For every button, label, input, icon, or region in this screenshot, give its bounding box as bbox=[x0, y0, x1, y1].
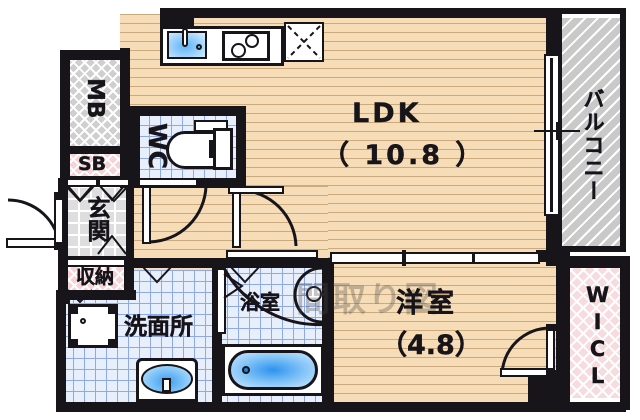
washing-machine-pan-corner-tr bbox=[108, 306, 116, 314]
washroom-door-marker-a bbox=[141, 265, 173, 284]
hall-door-a-head bbox=[138, 178, 198, 187]
wall-bedroom-right bbox=[556, 258, 570, 410]
wall-washroom-bath bbox=[212, 264, 222, 408]
label-wic: W I C L bbox=[586, 282, 610, 390]
entrance-floor bbox=[66, 186, 128, 262]
storage-swing-markers bbox=[67, 289, 93, 304]
bedroom-door-hinge-bottom bbox=[546, 370, 556, 377]
wall-wc-right bbox=[236, 106, 246, 188]
bathroom-door-handle bbox=[306, 286, 322, 302]
wall-mb-right bbox=[122, 50, 130, 184]
wall-balcony-door-jamb bbox=[546, 212, 558, 222]
hall-door-a-leaf[interactable] bbox=[142, 186, 151, 244]
wall-bedroom-top-right bbox=[536, 250, 570, 262]
hall-door-a-swing bbox=[149, 185, 208, 244]
washing-machine-pan-corner-tl bbox=[70, 306, 78, 314]
vanity-drain-icon bbox=[162, 378, 171, 392]
wall-wic-top bbox=[556, 256, 630, 268]
bedroom-door-hinge-top bbox=[546, 324, 556, 331]
wic-fill bbox=[570, 266, 622, 398]
wall-storage-bottom bbox=[58, 290, 136, 300]
wall-balcony-top bbox=[558, 8, 626, 14]
balcony-fill bbox=[562, 18, 624, 248]
hall-door-b-head bbox=[228, 186, 284, 194]
wall-entrance-right bbox=[126, 186, 134, 264]
partition-panel-divider-1 bbox=[402, 250, 406, 266]
bathtub-drain-icon bbox=[242, 366, 250, 374]
wall-top-outer bbox=[160, 8, 560, 18]
wall-wc-left bbox=[130, 106, 140, 186]
label-bedroom: 洋室 bbox=[396, 288, 458, 319]
label-meter-box: MB bbox=[82, 78, 108, 119]
wall-balcony-right bbox=[620, 8, 626, 252]
entrance-closet-swing-bottom bbox=[97, 234, 127, 255]
washing-machine-pan-corner-bl bbox=[70, 339, 78, 347]
wall-mb-bottom bbox=[60, 146, 130, 154]
shoe-box-fill bbox=[68, 152, 124, 178]
stove-burner-small-icon bbox=[231, 43, 246, 58]
bathroom-door-swing bbox=[222, 267, 331, 327]
toilet-cistern-icon bbox=[213, 128, 233, 170]
label-wic-char-l: L bbox=[590, 364, 605, 388]
wall-hall-bottom bbox=[132, 258, 332, 268]
ldk-bedroom-partition[interactable] bbox=[330, 252, 540, 264]
wall-storage-left bbox=[58, 264, 68, 294]
wall-balcony-bottom bbox=[558, 246, 626, 252]
balcony-window-marker bbox=[534, 122, 580, 140]
label-washroom: 洗面所 bbox=[124, 314, 193, 340]
label-wic-char-c: C bbox=[589, 337, 606, 361]
partition-panel-divider-2 bbox=[472, 252, 475, 264]
wall-bath-bedroom bbox=[322, 258, 334, 410]
wall-washroom-notch bbox=[56, 290, 70, 304]
wall-wc-top bbox=[130, 106, 246, 116]
toilet-lid-line-icon bbox=[209, 140, 213, 158]
wall-mb-left bbox=[60, 50, 70, 182]
label-storage: 収納 bbox=[76, 266, 115, 288]
shoebox-door-left[interactable] bbox=[66, 178, 98, 187]
shoebox-door-right[interactable] bbox=[98, 178, 130, 187]
wall-storage-right bbox=[124, 264, 134, 294]
label-wic-char-w: W bbox=[586, 283, 610, 307]
bathroom-door-marker bbox=[223, 273, 244, 299]
label-balcony: バルコニー bbox=[581, 88, 605, 203]
label-bedroom-area: （4.8） bbox=[380, 330, 482, 361]
balcony-window-mullion bbox=[550, 58, 553, 212]
bathroom-door-hinge-arc bbox=[293, 266, 323, 324]
wall-bottom-outer bbox=[56, 402, 626, 412]
sink-faucet-icon bbox=[182, 28, 188, 47]
two-burner-stove-icon bbox=[222, 31, 270, 61]
wall-right-ldk bbox=[546, 8, 558, 56]
watermark: 間取り図 bbox=[296, 280, 440, 320]
washroom-door-marker-b bbox=[229, 265, 261, 284]
hall-door-b-swing bbox=[239, 188, 298, 247]
entrance-closet-swing-top bbox=[67, 185, 125, 202]
hallway-floor bbox=[128, 186, 328, 262]
meter-box-fill bbox=[68, 59, 124, 149]
stove-burner-large-icon bbox=[245, 34, 259, 48]
sink-drain-icon bbox=[196, 44, 202, 50]
wall-left-outer-lower bbox=[56, 290, 66, 412]
refrigerator-space-cross-icon bbox=[287, 25, 321, 59]
label-ldk-area: （ 10.8 ） bbox=[322, 140, 486, 171]
label-toilet: WC bbox=[143, 123, 172, 169]
label-bathroom: 浴室 bbox=[240, 290, 280, 314]
bathroom-door-head bbox=[226, 250, 318, 259]
entrance-door-hinge-top bbox=[54, 192, 64, 200]
entrance-door-jamb bbox=[54, 196, 64, 246]
label-wic-char-i: I bbox=[593, 310, 602, 334]
wall-wic-right bbox=[620, 258, 630, 410]
label-ldk: LDK bbox=[352, 98, 422, 129]
wall-bedroom-door-jamb bbox=[528, 372, 558, 402]
label-shoe-box: SB bbox=[78, 153, 107, 175]
washing-machine-drain-icon bbox=[80, 318, 86, 324]
washing-machine-pan-corner-br bbox=[108, 339, 116, 347]
storage-door[interactable] bbox=[66, 258, 126, 267]
label-entrance: 玄関 bbox=[83, 196, 109, 242]
storage-fill bbox=[68, 264, 126, 292]
wall-mb-top bbox=[60, 50, 130, 60]
entrance-door-hinge-bottom bbox=[54, 242, 64, 250]
bathroom-door-leaf[interactable] bbox=[216, 268, 226, 334]
bedroom-door-swing bbox=[500, 326, 551, 377]
